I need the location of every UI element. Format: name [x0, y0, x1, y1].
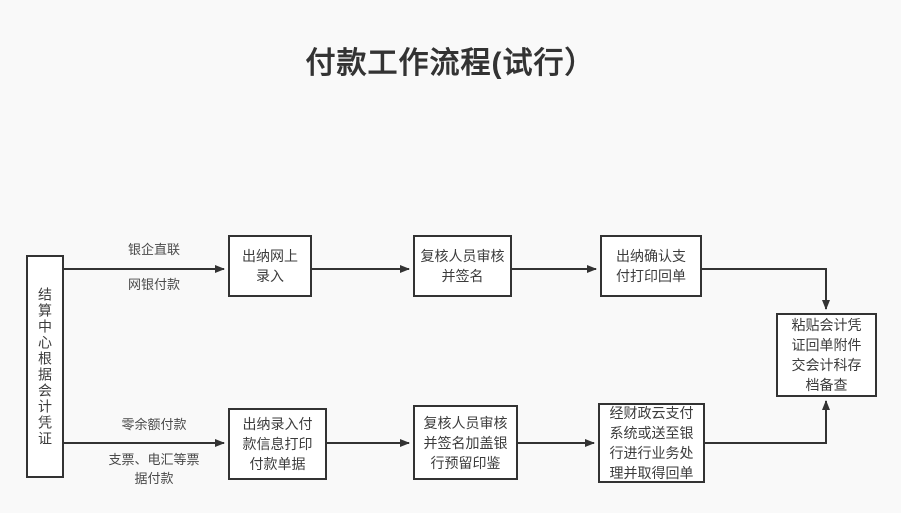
edge-label-top-below: 网银付款 — [127, 277, 180, 292]
connector-bottom3-to-end — [705, 400, 830, 444]
node-top-step-1[interactable]: 出纳网上 录入 — [228, 235, 312, 297]
node-top-step-2[interactable]: 复核人员审核 并签名 — [413, 235, 512, 297]
node-bottom-step-1[interactable]: 出纳录入付 款信息打印 付款单据 — [228, 408, 327, 480]
node-bottom-step-2[interactable]: 复核人员审核 并签名加盖银 行预留印鉴 — [413, 405, 518, 480]
edge-label-bottom-above: 零余额付款 — [121, 417, 187, 432]
node-end[interactable]: 粘贴会计凭 证回单附件 交会计科存 档备查 — [776, 313, 877, 397]
node-start[interactable]: 结算中心根据会计凭证 — [26, 255, 64, 478]
node-top-step-3[interactable]: 出纳确认支 付打印回单 — [600, 235, 702, 297]
node-bottom-step-3[interactable]: 经财政云支付 系统或送至银 行进行业务处 理并取得回单 — [598, 403, 705, 483]
connector-top3-to-end — [702, 268, 830, 310]
edge-label-bottom-below: 支票、电汇等票 据付款 — [108, 452, 200, 486]
edge-label-top-above: 银企直联 — [127, 242, 180, 257]
page-title: 付款工作流程(试行） — [305, 47, 596, 80]
